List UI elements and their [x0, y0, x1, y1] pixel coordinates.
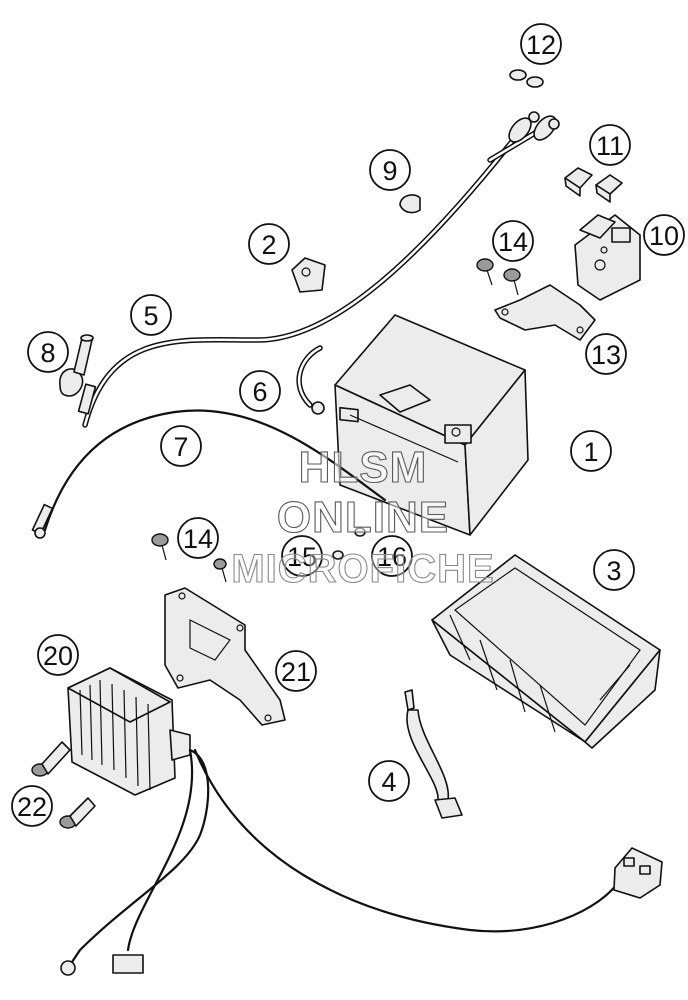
callout-6: 6 [239, 370, 281, 412]
callouts: 1 2 3 4 5 6 7 8 9 10 11 12 13 14 14 15 1… [11, 23, 685, 827]
callout-12: 12 [520, 23, 562, 65]
callout-9: 9 [369, 149, 411, 191]
regulator-bracket [164, 587, 286, 726]
callout-7: 7 [160, 425, 202, 467]
svg-text:9: 9 [382, 156, 397, 186]
svg-text:8: 8 [40, 338, 55, 368]
cable-tie [404, 689, 463, 819]
screws-12 [509, 69, 544, 88]
screws-14-upper [476, 258, 521, 296]
battery [334, 314, 529, 536]
svg-text:21: 21 [281, 657, 311, 687]
relay-holder [291, 257, 326, 293]
terminal-cover [59, 334, 94, 397]
svg-text:20: 20 [43, 641, 73, 671]
callout-15: 15 [281, 535, 323, 577]
regulator-screws [31, 741, 96, 829]
watermark-line-2: ONLINE [277, 493, 449, 542]
callout-2: 2 [248, 223, 290, 265]
watermark: HLSM ONLINE MICROFICHE [231, 442, 494, 591]
relay-bracket [494, 284, 596, 341]
svg-text:14: 14 [498, 227, 528, 257]
screws-14-lower [151, 533, 227, 583]
svg-text:5: 5 [143, 301, 158, 331]
watermark-line-3: MICROFICHE [231, 547, 494, 591]
callout-4: 4 [368, 760, 410, 802]
svg-text:14: 14 [183, 524, 213, 554]
callout-21: 21 [275, 650, 317, 692]
callout-14-lower: 14 [177, 517, 219, 559]
callout-8: 8 [27, 331, 69, 373]
screws-15-16 [332, 527, 366, 560]
callout-22: 22 [11, 785, 53, 827]
svg-text:7: 7 [173, 432, 188, 462]
svg-text:10: 10 [649, 221, 679, 251]
regulator-harness [60, 748, 663, 976]
svg-text:12: 12 [526, 30, 556, 60]
fuses [564, 167, 623, 203]
callout-13: 13 [585, 333, 627, 375]
callout-3: 3 [593, 549, 635, 591]
callout-5: 5 [130, 294, 172, 336]
callout-14-upper: 14 [492, 220, 534, 262]
starter-relay [574, 214, 641, 301]
svg-text:11: 11 [596, 131, 624, 161]
watermark-line-1: HLSM [299, 443, 428, 492]
svg-text:1: 1 [583, 437, 598, 467]
svg-text:16: 16 [377, 542, 407, 572]
svg-text:3: 3 [606, 556, 621, 586]
cable-5 [77, 111, 560, 428]
svg-text:22: 22 [17, 792, 47, 822]
svg-text:15: 15 [287, 542, 317, 572]
cable-6 [296, 345, 325, 415]
voltage-regulator [67, 667, 191, 796]
callout-11: 11 [589, 124, 631, 166]
svg-text:6: 6 [252, 377, 267, 407]
cable-clip [399, 194, 421, 214]
cable-7 [31, 409, 387, 539]
callout-16: 16 [371, 535, 413, 577]
callout-10: 10 [643, 214, 685, 256]
callout-20: 20 [37, 634, 79, 676]
battery-tray [431, 554, 661, 749]
callout-1: 1 [570, 430, 612, 472]
svg-text:2: 2 [261, 230, 276, 260]
svg-text:4: 4 [381, 767, 396, 797]
svg-text:13: 13 [591, 340, 621, 370]
